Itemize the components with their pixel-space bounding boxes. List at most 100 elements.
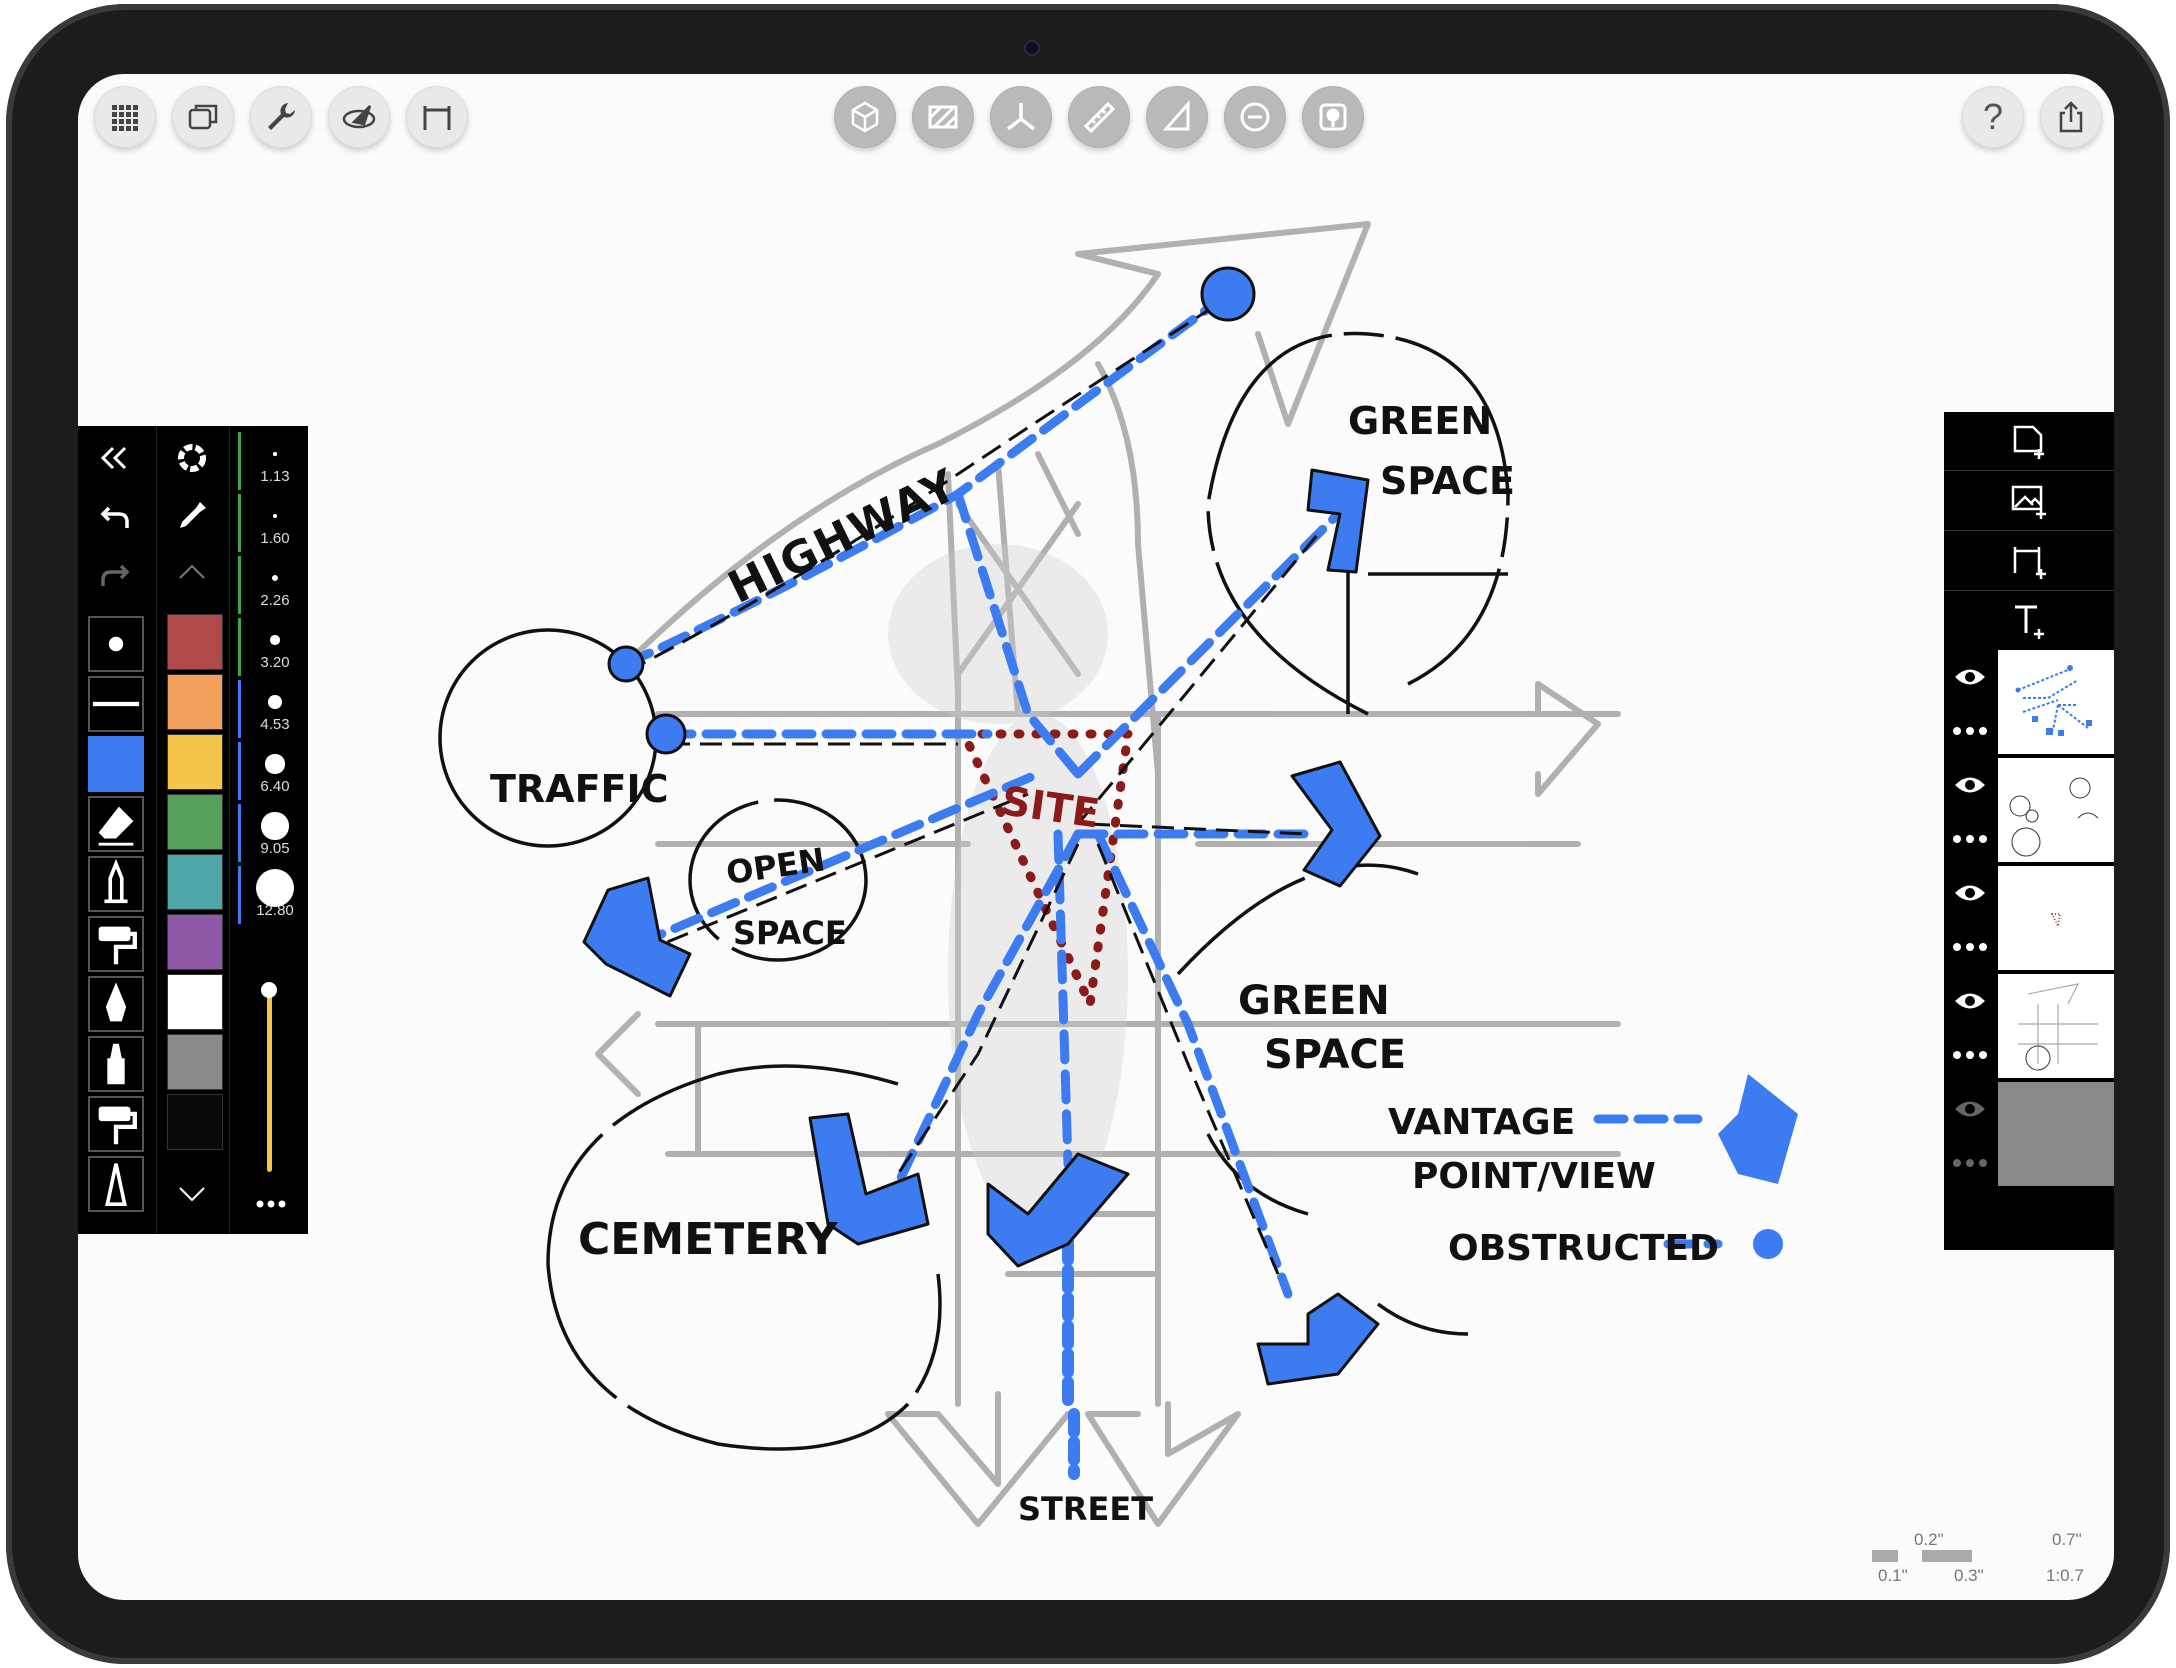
background-layer-thumbnail[interactable] [1998, 1082, 2114, 1186]
label-open-space-1: OPEN [724, 840, 828, 891]
layer-options-button[interactable] [1944, 920, 1996, 974]
size-preview-dot [265, 754, 285, 774]
layer-visibility-toggle[interactable] [1944, 758, 1996, 812]
layer-thumbnail[interactable] [1998, 650, 2114, 754]
eyedropper-button[interactable] [169, 494, 215, 538]
ruler-button[interactable] [1068, 86, 1130, 148]
thin-dashes [625, 302, 1320, 1275]
opacity-slider[interactable] [261, 982, 277, 1172]
drawing-canvas[interactable]: HIGHWAY GREEN SPACE TRAFFIC SITE OPEN SP… [78, 74, 2114, 1600]
undo-button[interactable] [92, 494, 138, 538]
help-button[interactable]: ? [1962, 86, 2024, 148]
layer-visibility-toggle[interactable] [1944, 866, 1996, 920]
scale-ratio: 1:0.7 [2046, 1566, 2084, 1585]
scale-label-top-2: 0.7" [2052, 1530, 2082, 1549]
more-dots-icon [1953, 1159, 1987, 1167]
eraser-icon [98, 806, 134, 846]
angle-button[interactable] [1146, 86, 1208, 148]
current-color-button[interactable] [88, 736, 144, 792]
label-open-space-2: SPACE [733, 914, 847, 952]
perspective-button[interactable] [990, 86, 1052, 148]
layer-options-button[interactable] [1944, 812, 1996, 866]
paint-roller-icon [98, 1106, 137, 1145]
hatch-button[interactable] [912, 86, 974, 148]
gallery-button[interactable] [94, 86, 156, 148]
color-swatch[interactable] [167, 914, 223, 970]
layer-thumbnail[interactable] [1998, 758, 2114, 862]
opacity-thumb[interactable] [261, 982, 277, 998]
fly-mode-button[interactable] [328, 86, 390, 148]
layer-options-button[interactable] [1944, 1136, 1996, 1190]
windows-button[interactable] [172, 86, 234, 148]
brush-size-option[interactable]: 6.40 [230, 742, 308, 802]
more-dots-icon [1953, 1051, 1987, 1059]
line-button[interactable] [88, 676, 144, 732]
double-chevron-left-icon [100, 446, 127, 470]
color-swatch[interactable] [167, 1094, 223, 1150]
fineliner-tool-button[interactable] [88, 1156, 144, 1212]
line-icon [92, 701, 140, 707]
label-obstructed: OBSTRUCTED [1448, 1228, 1719, 1269]
layer-options-button[interactable] [1944, 1028, 1996, 1082]
layer-visibility-toggle[interactable] [1944, 1082, 1996, 1136]
size-label: 1.60 [260, 530, 290, 547]
share-button[interactable] [2040, 86, 2102, 148]
layer-options-button[interactable] [1944, 704, 1996, 758]
scroll-up-button[interactable] [169, 550, 215, 594]
brush-size-option[interactable]: 12.80 [230, 866, 308, 926]
label-traffic: TRAFFIC [490, 767, 669, 811]
dimension-button[interactable] [406, 86, 468, 148]
shape-button[interactable] [1224, 86, 1286, 148]
size-indicator-bar [238, 742, 241, 800]
layer-thumbnail[interactable] [1998, 866, 2114, 970]
brush-size-option[interactable]: 9.05 [230, 804, 308, 864]
undo-icon [100, 506, 129, 528]
ink-pen-tool-button[interactable] [88, 976, 144, 1032]
label-vantage-2: POINT/VIEW [1412, 1156, 1656, 1197]
redo-button[interactable] [92, 552, 138, 596]
size-preview-dot [272, 513, 278, 519]
roller2-tool-button[interactable] [88, 1096, 144, 1152]
color-swatch[interactable] [167, 854, 223, 910]
image-icon [1319, 103, 1347, 131]
add-image-button[interactable] [1944, 472, 2114, 531]
settings-button[interactable] [250, 86, 312, 148]
label-green-space-top-2: SPACE [1380, 459, 1515, 503]
marker-tool-button[interactable] [88, 1036, 144, 1092]
brush-size-option[interactable]: 2.26 [230, 556, 308, 616]
color-swatch[interactable] [167, 674, 223, 730]
roller-tool-button[interactable] [88, 916, 144, 972]
layer-row-2 [1944, 758, 2114, 866]
layer-thumbnail-art [2015, 665, 2092, 736]
color-wheel-button[interactable] [169, 436, 215, 480]
brush-size-option[interactable]: 1.60 [230, 494, 308, 554]
layer-thumbnail[interactable] [1998, 974, 2114, 1078]
more-button[interactable] [248, 1182, 294, 1226]
pencil-tool-button[interactable] [88, 856, 144, 912]
color-swatch[interactable] [167, 1034, 223, 1090]
add-text-button[interactable] [1944, 592, 2114, 650]
transform-button[interactable] [834, 86, 896, 148]
color-swatch[interactable] [167, 614, 223, 670]
windows-icon [188, 104, 218, 130]
view-lines [621, 289, 1723, 1480]
canvas-size-button[interactable] [1944, 532, 2114, 591]
color-swatch[interactable] [167, 974, 223, 1030]
brush-size-option[interactable]: 3.20 [230, 618, 308, 678]
color-swatch[interactable] [167, 734, 223, 790]
brush-size-option[interactable]: 1.13 [230, 432, 308, 492]
color-swatch[interactable] [167, 794, 223, 850]
more-dots-icon [256, 1200, 286, 1208]
scroll-down-button[interactable] [169, 1172, 215, 1216]
brush-size-option[interactable]: 4.53 [230, 680, 308, 740]
eye-icon [1955, 993, 1985, 1009]
add-image-icon [2011, 485, 2046, 519]
eraser-button[interactable] [88, 796, 144, 852]
image-button[interactable] [1302, 86, 1364, 148]
collapse-button[interactable] [92, 436, 138, 480]
layer-visibility-toggle[interactable] [1944, 974, 1996, 1028]
brush-size-dot-button[interactable] [88, 616, 144, 672]
new-page-button[interactable] [1944, 412, 2114, 471]
layer-visibility-toggle[interactable] [1944, 650, 1996, 704]
transform-icon [851, 101, 879, 133]
